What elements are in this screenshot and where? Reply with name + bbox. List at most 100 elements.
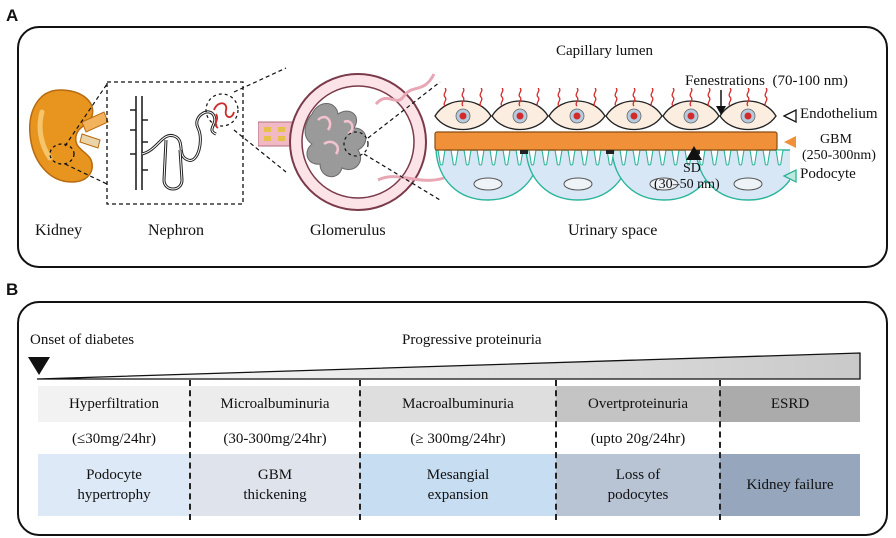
foot-process xyxy=(775,149,784,166)
label-endothelium: Endothelium xyxy=(800,106,878,122)
label-gbm: GBM xyxy=(820,132,852,147)
filtration-barrier-illustration xyxy=(434,88,790,201)
podocyte-nucleus xyxy=(563,177,593,191)
foot-process xyxy=(736,149,745,166)
slit-diaphragm xyxy=(520,150,528,154)
foot-process xyxy=(489,149,498,166)
glycocalyx-strand xyxy=(500,88,504,107)
zoom-lines-kidney xyxy=(64,83,108,185)
stage-divider-3 xyxy=(555,380,557,520)
foot-process xyxy=(671,149,680,166)
stage-change-hyperfiltration: Podocyte hypertrophy xyxy=(38,454,190,516)
foot-process xyxy=(723,149,732,166)
endothelial-nucleus xyxy=(459,112,467,120)
podocyte-pointer-icon xyxy=(782,168,797,184)
foot-process xyxy=(541,149,550,166)
panel-a-letter: A xyxy=(6,6,19,25)
podocyte-nucleus xyxy=(649,177,679,191)
stage-divider-2 xyxy=(359,380,361,520)
glycocalyx-strand xyxy=(746,88,750,107)
foot-process xyxy=(437,149,446,166)
foot-process xyxy=(632,149,641,166)
foot-process xyxy=(619,149,628,166)
label-kidney: Kidney xyxy=(35,222,83,239)
glycocalyx-strand xyxy=(518,88,522,107)
glycocalyx-strand xyxy=(728,88,732,107)
endothelial-nucleus xyxy=(630,112,638,120)
label-podocyte: Podocyte xyxy=(800,166,856,182)
panel-b-frame xyxy=(17,301,888,536)
endothelial-nucleus xyxy=(744,112,752,120)
stage-divider-1 xyxy=(189,380,191,520)
label-gbm-size: (250-300nm) xyxy=(802,148,876,163)
glomerulus-illustration xyxy=(258,73,445,211)
glycocalyx-strand xyxy=(764,88,768,107)
podocyte-nucleus xyxy=(473,177,503,191)
glycocalyx-strand xyxy=(593,88,597,107)
foot-process xyxy=(463,149,472,166)
foot-process xyxy=(645,149,654,166)
glycocalyx-strand xyxy=(479,88,483,107)
glycocalyx-strand xyxy=(461,88,465,107)
stage-header-macroalbuminuria: Macroalbuminuria xyxy=(360,386,556,422)
label-sd: SD xyxy=(683,161,701,176)
glycocalyx-strand xyxy=(443,88,447,107)
stage-header-microalbuminuria: Microalbuminuria xyxy=(190,386,360,422)
gbm-layer xyxy=(434,131,778,151)
panel-b-letter: B xyxy=(6,280,19,299)
glycocalyx-strand xyxy=(650,88,654,107)
foot-process xyxy=(762,149,771,166)
foot-process xyxy=(580,149,589,166)
foot-process xyxy=(554,149,563,166)
label-capillary-lumen: Capillary lumen xyxy=(556,43,654,59)
glycocalyx-strand xyxy=(614,88,618,107)
endothelial-nucleus xyxy=(573,112,581,120)
foot-process xyxy=(710,149,719,166)
sd-pointer-icon xyxy=(686,146,702,160)
glycocalyx-strand xyxy=(575,88,579,107)
stage-change-overtproteinuria: Loss of podocytes xyxy=(556,454,720,516)
stage-divider-4 xyxy=(719,380,721,520)
stage-header-esrd: ESRD xyxy=(720,386,860,422)
onset-label: Onset of diabetes xyxy=(30,332,135,348)
stage-range-hyperfiltration: (≤30mg/24hr) xyxy=(71,430,157,447)
stage-change-esrd: Kidney failure xyxy=(720,454,860,516)
foot-process xyxy=(528,149,537,166)
stage-change-microalbuminuria: GBM thickening xyxy=(190,454,360,516)
stage-header-overtproteinuria: Overtproteinuria xyxy=(556,386,720,422)
glycocalyx-strand xyxy=(632,88,636,107)
label-urinary-space: Urinary space xyxy=(568,222,658,239)
foot-process xyxy=(567,149,576,166)
endothelial-nucleus xyxy=(516,112,524,120)
stage-range-overtproteinuria: (upto 20g/24hr) xyxy=(590,430,686,447)
slit-diaphragm xyxy=(606,150,614,154)
zoom-lines-nephron xyxy=(233,67,287,173)
glycocalyx-strand xyxy=(707,88,711,107)
foot-process xyxy=(476,149,485,166)
foot-process xyxy=(502,149,511,166)
stage-header-hyperfiltration: Hyperfiltration xyxy=(38,386,190,422)
label-sd-size: (30–50 nm) xyxy=(654,177,720,192)
glycocalyx-strand xyxy=(689,88,693,107)
foot-process xyxy=(658,149,667,166)
foot-process xyxy=(450,149,459,166)
endothelium-pointer-icon xyxy=(782,108,797,124)
glycocalyx-strand xyxy=(671,88,675,107)
panel-a-frame xyxy=(17,26,888,268)
foot-process xyxy=(749,149,758,166)
podocyte-cell xyxy=(435,149,541,201)
fenestration-arrow xyxy=(716,90,726,115)
glycocalyx-strand xyxy=(536,88,540,107)
kidney-illustration xyxy=(29,89,109,183)
stage-change-macroalbuminuria: Mesangial expansion xyxy=(360,454,556,516)
endothelial-nucleus xyxy=(687,112,695,120)
glycocalyx-strand xyxy=(557,88,561,107)
progressive-label: Progressive proteinuria xyxy=(402,332,542,348)
podocyte-nucleus xyxy=(733,177,763,191)
gbm-pointer-icon xyxy=(784,136,796,148)
stage-range-microalbuminuria: (30-300mg/24hr) xyxy=(223,430,327,447)
nephron-illustration xyxy=(106,81,244,205)
label-glomerulus: Glomerulus xyxy=(310,222,386,239)
foot-process xyxy=(593,149,602,166)
stage-range-macroalbuminuria: (≥ 300mg/24hr) xyxy=(410,430,506,447)
